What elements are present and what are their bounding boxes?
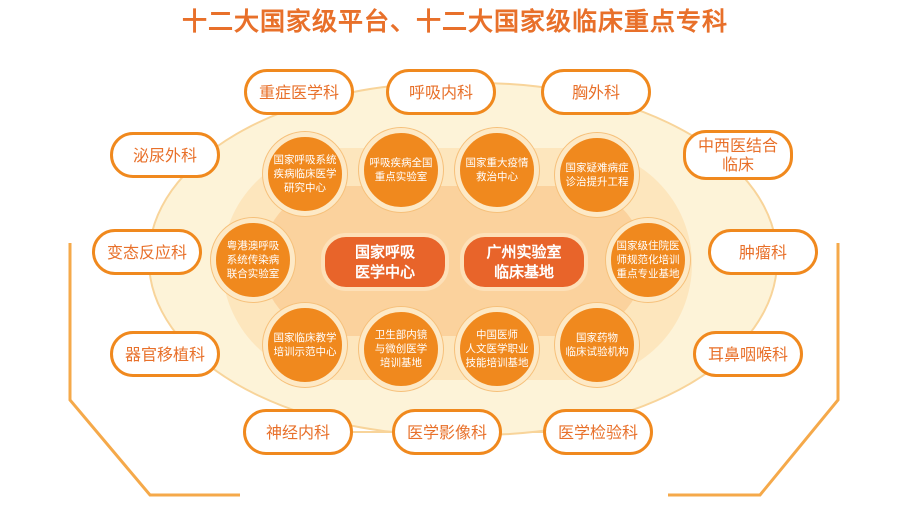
right-bracket <box>668 243 840 497</box>
specialty-neurology: 神经内科 <box>243 409 353 455</box>
left-bracket <box>68 243 240 497</box>
platform-circle: 国家重大疫情 救治中心 <box>455 128 539 212</box>
platform-circle: 国家呼吸系统 疾病临床医学 研究中心 <box>263 132 347 216</box>
platform-circle: 粤港澳呼吸 系统传染病 联合实验室 <box>211 218 295 302</box>
specialty-transplant: 器官移植科 <box>110 331 220 377</box>
specialty-lab-medicine: 医学检验科 <box>543 409 653 455</box>
platform-circle: 国家疑难病症 诊治提升工程 <box>555 133 639 217</box>
core-national-respiratory-center: 国家呼吸 医学中心 <box>321 233 449 291</box>
specialty-urology: 泌尿外科 <box>110 132 220 178</box>
specialty-integrated-medicine: 中西医结合 临床 <box>683 130 793 180</box>
platform-circle: 呼吸疾病全国 重点实验室 <box>359 128 443 212</box>
page-title: 十二大国家级平台、十二大国家级临床重点专科 <box>181 7 728 36</box>
specialty-thoracic-surgery: 胸外科 <box>541 69 651 115</box>
platform-circle: 卫生部内镜 与微创医学 培训基地 <box>359 307 443 391</box>
platform-circle: 中国医师 人文医学职业 技能培训基地 <box>455 307 539 391</box>
specialty-oncology: 肿瘤科 <box>708 229 818 275</box>
specialty-allergy: 变态反应科 <box>92 229 202 275</box>
core-guangzhou-lab-base: 广州实验室 临床基地 <box>460 233 588 291</box>
specialty-imaging: 医学影像科 <box>392 409 502 455</box>
specialty-ent: 耳鼻咽喉科 <box>693 331 803 377</box>
platform-circle: 国家临床教学 培训示范中心 <box>263 303 347 387</box>
specialty-critical-care: 重症医学科 <box>244 69 354 115</box>
specialty-respiratory: 呼吸内科 <box>386 69 496 115</box>
platform-circle: 国家级住院医 师规范化培训 重点专业基地 <box>606 218 690 302</box>
platform-circle: 国家药物 临床试验机构 <box>555 303 639 387</box>
